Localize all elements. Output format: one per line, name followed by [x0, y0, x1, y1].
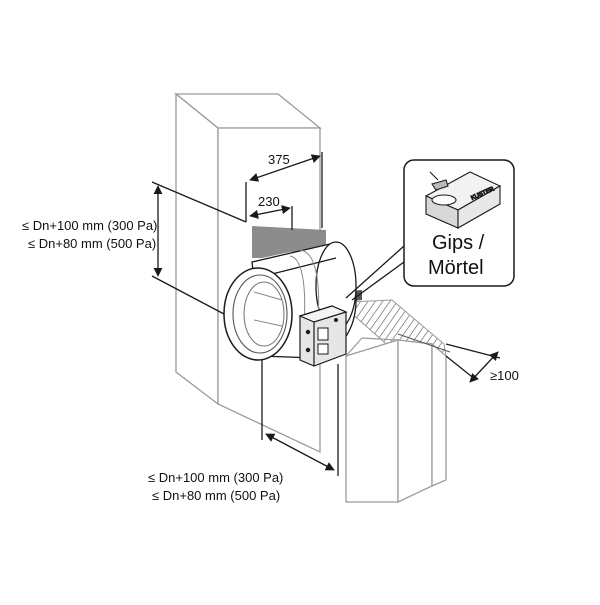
partition-wall — [345, 299, 451, 504]
dimension-right — [445, 343, 501, 383]
dim-left-line1: ≤ Dn+100 mm (300 Pa) — [22, 218, 157, 233]
plaster-bag-icon: KUSTER — [424, 171, 502, 229]
dim-bottom-line1: ≤ Dn+100 mm (300 Pa) — [148, 470, 283, 485]
damper-actuator — [298, 305, 348, 367]
dimension-bottom — [261, 360, 339, 476]
dim-label-right-gap: ≥100 — [490, 368, 519, 383]
callout-line1: Gips / — [432, 232, 485, 254]
callout-box: KUSTER Gips / Mörtel — [403, 159, 515, 287]
dim-label-375: 375 — [268, 152, 290, 167]
dimension-left — [151, 181, 247, 315]
dim-left-line2: ≤ Dn+80 mm (500 Pa) — [28, 236, 156, 251]
callout-line2: Mörtel — [428, 257, 484, 279]
dimension-top — [245, 152, 323, 230]
dim-label-230: 230 — [258, 194, 280, 209]
callout-leader — [345, 245, 405, 301]
dim-bottom-line2: ≤ Dn+80 mm (500 Pa) — [152, 488, 280, 503]
